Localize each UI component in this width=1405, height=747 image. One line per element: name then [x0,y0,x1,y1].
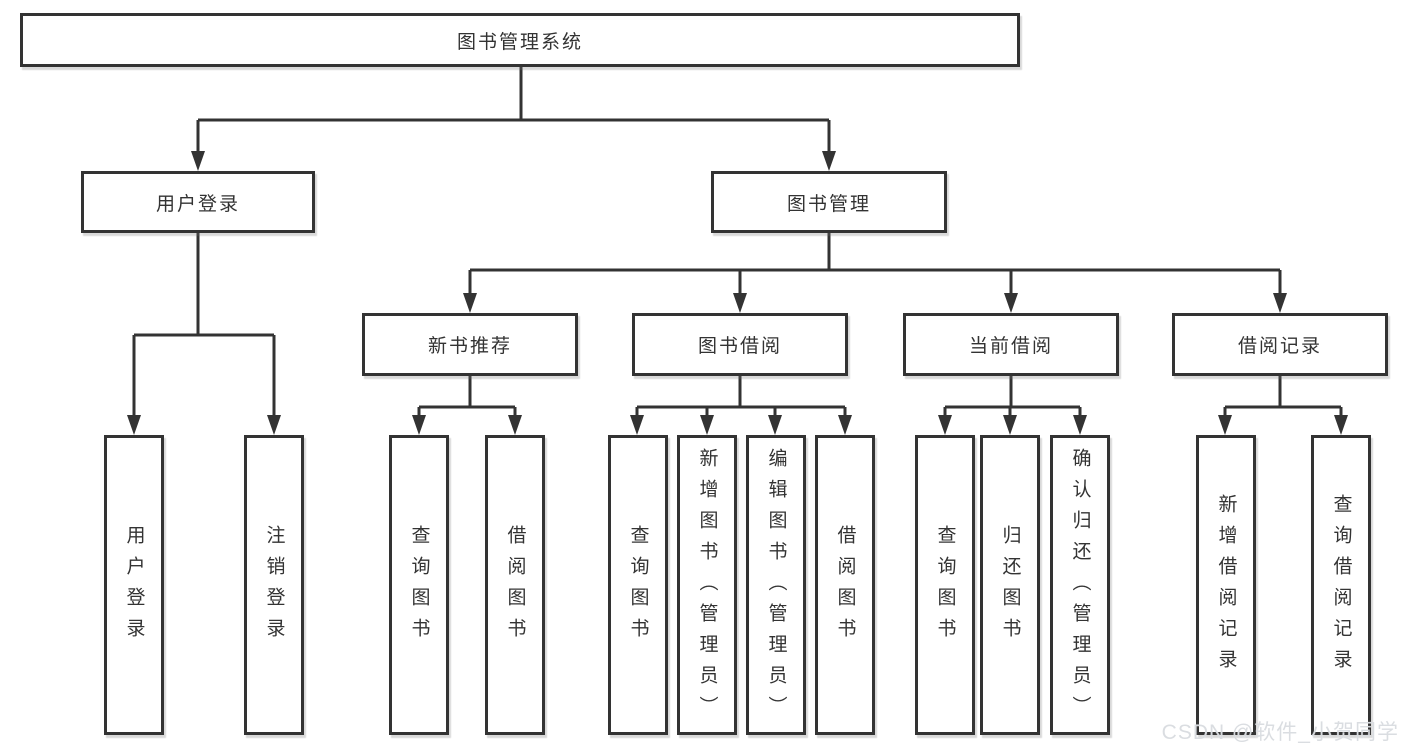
node-current-borrowing: 当前借阅 [903,313,1119,376]
csdn-watermark: CSDN @软件_小贺同学 [1161,721,1399,744]
node-current-query-books: 查询图书 [915,435,975,735]
node-user-login-branch: 用户登录 [81,171,315,233]
node-new-book-recommendation: 新书推荐 [362,313,578,376]
arrowheads [127,151,1348,435]
node-recommend-query-books: 查询图书 [389,435,449,735]
node-borrowing-borrow-books: 借阅图书 [815,435,875,735]
node-library-management-system: 图书管理系统 [20,13,1020,67]
node-book-management-branch: 图书管理 [711,171,947,233]
node-add-borrow-record: 新增借阅记录 [1196,435,1256,735]
node-user-login-leaf: 用户登录 [104,435,164,735]
node-add-books-admin: 新增图书（管理员） [677,435,737,735]
node-borrowing-records: 借阅记录 [1172,313,1388,376]
node-book-borrowing: 图书借阅 [632,313,848,376]
node-return-books: 归还图书 [980,435,1040,735]
node-logout-leaf: 注销登录 [244,435,304,735]
node-query-borrow-record: 查询借阅记录 [1311,435,1371,735]
node-edit-books-admin: 编辑图书（管理员） [746,435,806,735]
connector-path [132,66,1343,416]
node-recommend-borrow-books: 借阅图书 [485,435,545,735]
node-borrowing-query-books: 查询图书 [608,435,668,735]
node-confirm-return-admin: 确认归还（管理员） [1050,435,1110,735]
